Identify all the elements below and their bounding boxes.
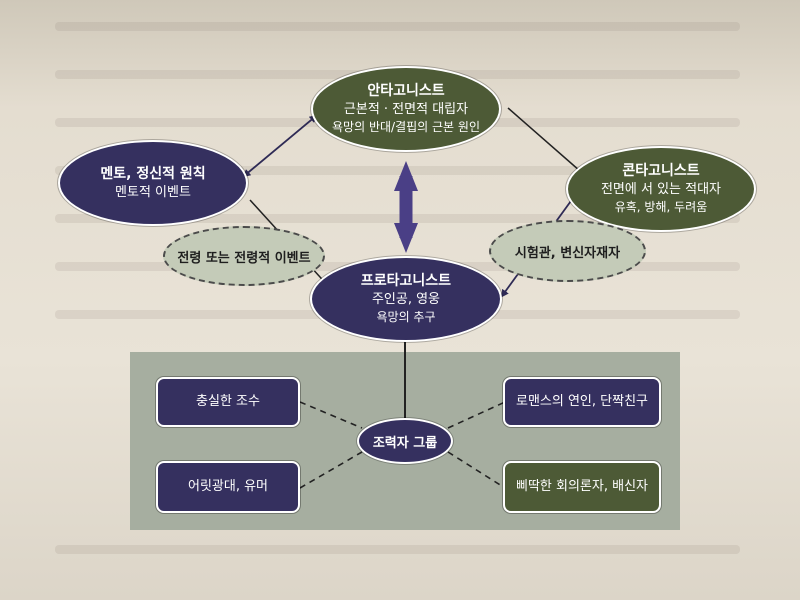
loyal-assistant-label: 충실한 조수 bbox=[196, 394, 260, 409]
helper-group-title: 조력자 그룹 bbox=[372, 435, 438, 451]
romance-box: 로맨스의 연인, 단짝친구 bbox=[503, 377, 661, 427]
link-helpers-skeptic bbox=[447, 451, 506, 489]
background-text-line bbox=[55, 545, 740, 554]
link-helpers-clown bbox=[299, 451, 363, 489]
contagonist-node: 콘타고니스트 전면에 서 있는 적대자 유혹, 방해, 두려움 bbox=[566, 146, 756, 232]
mentor-line2: 멘토적 이벤트 bbox=[115, 184, 191, 200]
mentor-node: 멘토, 정신적 원칙 멘토적 이벤트 bbox=[58, 140, 248, 226]
protagonist-line3: 욕망의 추구 bbox=[376, 310, 436, 324]
protagonist-node: 프로타고니스트 주인공, 영웅 욕망의 추구 bbox=[310, 256, 502, 342]
loyal-assistant-box: 충실한 조수 bbox=[156, 377, 300, 427]
arrow-mentor-antagonist bbox=[242, 114, 318, 178]
link-helpers-loyal bbox=[299, 401, 363, 429]
romance-label: 로맨스의 연인, 단짝친구 bbox=[516, 394, 648, 409]
background-text-line bbox=[55, 22, 740, 31]
clown-label: 어릿광대, 유머 bbox=[187, 479, 269, 494]
helper-group-node: 조력자 그룹 bbox=[357, 418, 453, 464]
herald-event-title: 전령 또는 전령적 이벤트 bbox=[177, 250, 311, 266]
contagonist-line3: 유혹, 방해, 두려움 bbox=[614, 200, 708, 214]
protagonist-line2: 주인공, 영웅 bbox=[371, 292, 441, 307]
skeptic-box: 삐딱한 회의론자, 배신자 bbox=[503, 461, 661, 513]
mentor-title: 멘토, 정신적 원칙 bbox=[100, 165, 206, 182]
link-helpers-romance bbox=[447, 401, 506, 429]
antagonist-title: 안타고니스트 bbox=[367, 83, 445, 99]
contagonist-line2: 전면에 서 있는 적대자 bbox=[600, 182, 722, 197]
antagonist-node: 안타고니스트 근본적 · 전면적 대립자 욕망의 반대/결핍의 근본 원인 bbox=[311, 66, 501, 152]
protagonist-title: 프로타고니스트 bbox=[360, 273, 452, 289]
link-antagonist-contagonist bbox=[507, 107, 589, 179]
contagonist-title: 콘타고니스트 bbox=[622, 163, 700, 179]
antagonist-line2: 근본적 · 전면적 대립자 bbox=[343, 102, 469, 117]
skeptic-label: 삐딱한 회의론자, 배신자 bbox=[516, 479, 648, 494]
antagonist-line3: 욕망의 반대/결핍의 근본 원인 bbox=[332, 120, 480, 134]
herald-event-node: 전령 또는 전령적 이벤트 bbox=[163, 226, 325, 286]
clown-box: 어릿광대, 유머 bbox=[156, 461, 300, 513]
trial-title: 시험관, 변신자재자 bbox=[514, 245, 621, 261]
trial-node: 시험관, 변신자재자 bbox=[489, 220, 646, 282]
